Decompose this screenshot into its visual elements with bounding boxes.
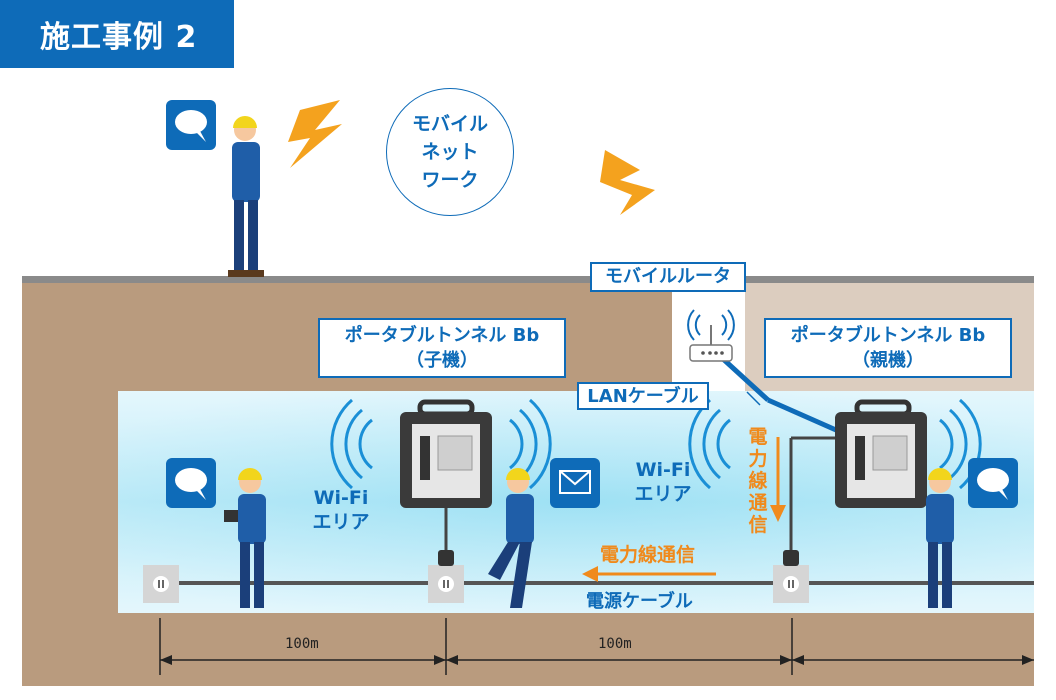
- router-shaft: [672, 283, 745, 391]
- portable-device-parent: [835, 399, 927, 508]
- plc-horizontal-label: 電力線通信: [600, 544, 696, 566]
- distance-label-1: 100m: [285, 636, 319, 652]
- page-title: 施工事例 2: [0, 0, 234, 68]
- mobile-router-label: モバイルルータ: [590, 262, 746, 292]
- power-cable-label: 電源ケーブル: [586, 591, 693, 612]
- portable-parent-label: ポータブルトンネル Bb （親機）: [764, 318, 1012, 378]
- wifi-arcs-child-right: [509, 398, 552, 490]
- ground-surface: [22, 276, 1034, 283]
- mail-icon: [550, 458, 600, 508]
- chat-icon-top: [166, 100, 216, 150]
- plc-vertical-label: 電 力 線 通 信: [748, 426, 768, 536]
- worker-right: [926, 468, 954, 608]
- wifi-area-right-label: Wi-Fi エリア: [634, 459, 692, 505]
- outlet-2: [428, 565, 464, 603]
- wifi-arcs-child-left: [330, 398, 373, 490]
- wifi-area-left-label: Wi-Fi エリア: [312, 487, 370, 533]
- worker-left: [224, 468, 266, 608]
- worker-middle: [488, 468, 534, 608]
- lightning-1: [288, 100, 342, 168]
- lightning-2: [600, 150, 655, 215]
- lan-cable-label: LANケーブル: [577, 382, 709, 410]
- chat-icon-right: [968, 458, 1018, 508]
- mobile-network-bubble: モバイル ネット ワーク: [386, 88, 514, 216]
- router-device: [687, 309, 735, 362]
- outlet-3: [773, 565, 809, 603]
- chat-icon-left: [166, 458, 216, 508]
- portable-child-label: ポータブルトンネル Bb （子機）: [318, 318, 566, 378]
- outlet-1: [143, 565, 179, 603]
- portable-device-child: [400, 399, 492, 508]
- worker-surface: [228, 116, 264, 277]
- distance-label-2: 100m: [598, 636, 632, 652]
